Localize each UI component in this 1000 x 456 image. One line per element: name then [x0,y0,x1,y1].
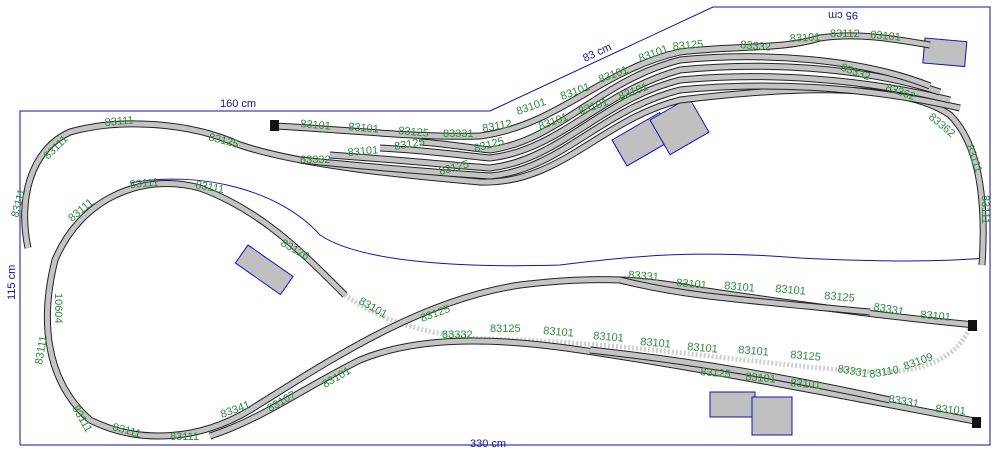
track [329,74,951,171]
track-part-label: 83112 [830,28,860,40]
board-outline [19,6,991,446]
track-part-label: 83101 [775,283,807,298]
track-part-label: 83101 [790,31,821,45]
track-part-label: 83332 [740,39,772,54]
track-part-label: 83332 [300,154,331,166]
track-part-label: 83126 [279,237,311,263]
track-part-label: 83101 [543,325,575,340]
track-part-label: 83125 [672,38,704,53]
building [649,96,710,156]
track [419,54,931,153]
track-part-label: 83101 [920,309,952,324]
track-part-label: 83101 [640,336,672,351]
track-part-label: 83101 [593,330,625,345]
track-part-label: 83125 [824,290,856,305]
track-part-label: 83125 [700,366,732,381]
track-part-label: 83111 [194,179,225,196]
track-part-label: 83101 [357,295,389,321]
track-part-label: 83125 [393,136,425,153]
track-part-label: 83101 [724,280,756,295]
track-part-label: 83101 [870,29,902,44]
planned-track [343,292,973,375]
dimension-label-bottom: 330 cm [470,438,506,450]
track [209,338,981,439]
track-part-label: 83125 [207,131,240,151]
track [299,83,961,179]
track-part-label: 83125 [490,323,521,335]
track [379,63,941,161]
track-part-label: 83111 [33,335,50,366]
track-part-label: 83111 [170,431,199,443]
dimension-label-top-left: 160 cm [220,98,256,110]
track-part-label: 83111 [963,143,984,174]
dimension-label-left: 115 cm [6,265,18,300]
buffer-stop [972,417,981,428]
building [922,37,968,68]
track-part-label: 83101 [687,341,719,356]
buffer-stop [968,320,977,331]
building [234,244,294,296]
buffer-stop [270,120,279,131]
track-part-label: 83332 [442,329,473,341]
track-part-label: 83111 [979,195,991,224]
track-part-label: 83110 [868,364,899,381]
track-part-label: 10604 [52,293,64,324]
track-part-label: 83101 [347,144,379,159]
track-part-label: 83101 [738,344,770,359]
track-part-label: 83331 [628,269,660,284]
track-part-label: 83101 [745,371,777,386]
track-part-label: 83125 [398,125,430,140]
track-part-label: 83111 [129,177,159,191]
track-part-label: 83101 [676,277,708,292]
track-part-label: 83331 [443,128,474,140]
building [751,396,793,436]
track-part-label: 83101 [300,118,332,133]
track-part-label: 83101 [790,377,822,392]
track-part-label: 83109 [902,351,935,373]
track [589,347,891,403]
track-part-label: 83125 [790,349,822,364]
track [44,181,976,439]
dimension-label-top-right: 95 cm [828,9,858,21]
track [22,87,986,266]
track [275,33,931,139]
scenery-line [129,178,986,267]
track-part-label: 83111 [104,115,134,129]
track-part-label: 83331 [887,393,919,410]
building [709,391,756,418]
track-part-label: 83331 [836,363,868,380]
track-part-label: 83101 [348,121,380,136]
track-part-label: 83112 [481,118,512,135]
track-part-label: 83111 [111,421,142,440]
track [619,277,871,315]
track-part-label: 83101 [935,403,967,418]
track-part-label: 83331 [872,301,904,318]
